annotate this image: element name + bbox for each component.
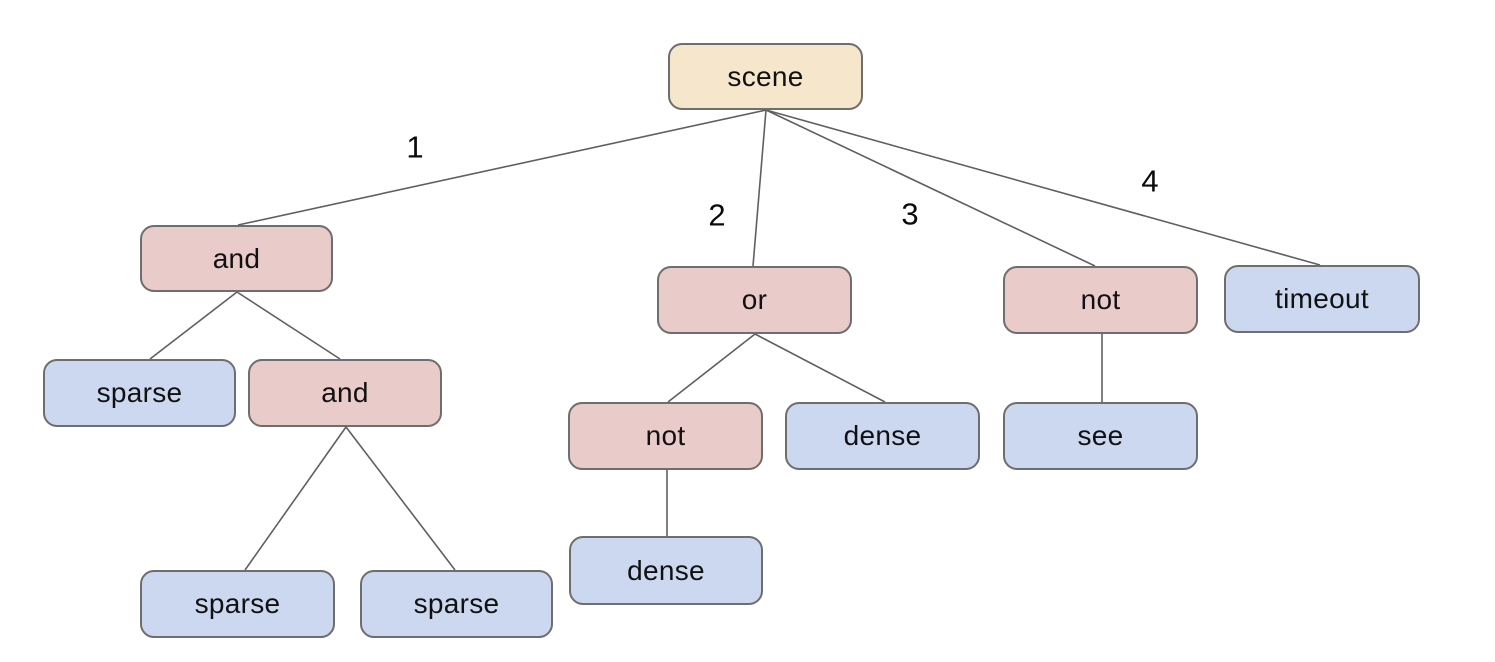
tree-node-sparse-2: sparse — [140, 570, 335, 638]
tree-node-scene: scene — [668, 43, 863, 110]
edge-and-2-to-sparse-3 — [345, 426, 456, 571]
tree-node-see: see — [1003, 402, 1198, 470]
edge-label-1: 1 — [406, 129, 424, 165]
tree-node-and-2: and — [248, 359, 442, 427]
edge-label-4: 4 — [1141, 163, 1159, 199]
edge-scene-to-or-1 — [752, 109, 767, 267]
edge-scene-to-timeout — [765, 109, 1321, 266]
edge-or-1-to-dense-1 — [754, 333, 886, 403]
edge-scene-to-not-1 — [765, 109, 1096, 267]
tree-node-or-1: or — [657, 266, 852, 334]
edge-and-2-to-sparse-2 — [244, 426, 347, 571]
edge-scene-to-and-1 — [237, 109, 767, 226]
tree-node-not-2: not — [568, 402, 763, 470]
edge-label-2: 2 — [708, 197, 726, 233]
edge-and-1-to-and-2 — [236, 291, 341, 360]
tree-node-sparse-1: sparse — [43, 359, 236, 427]
tree-node-dense-1: dense — [785, 402, 980, 470]
tree-node-timeout: timeout — [1224, 265, 1420, 333]
tree-node-not-1: not — [1003, 266, 1198, 334]
edge-or-1-to-not-2 — [667, 333, 756, 403]
tree-node-sparse-3: sparse — [360, 570, 553, 638]
tree-node-dense-2: dense — [569, 536, 763, 605]
tree-node-and-1: and — [140, 225, 333, 292]
edge-and-1-to-sparse-1 — [149, 291, 238, 360]
edge-label-3: 3 — [901, 196, 919, 232]
